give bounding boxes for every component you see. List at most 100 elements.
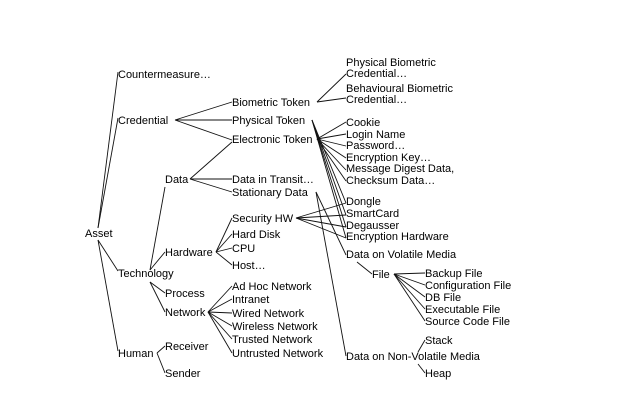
tree-edge xyxy=(207,311,233,327)
node-smartcard: SmartCard xyxy=(346,208,399,220)
tree-edge xyxy=(149,281,166,294)
node-cpu: CPU xyxy=(232,243,255,255)
node-behavioural-biometric-credential-line2: Credential… xyxy=(346,94,407,106)
tree-edge xyxy=(149,281,166,313)
node-degausser: Degausser xyxy=(346,220,400,232)
tree-edge xyxy=(215,217,233,253)
tree-edge xyxy=(315,191,347,357)
node-hard-disk: Hard Disk xyxy=(232,229,281,241)
tree-edge xyxy=(189,141,233,180)
node-behavioural-biometric-credential: Behavioural Biometric xyxy=(346,83,453,95)
tree-edge xyxy=(315,191,347,256)
node-stationary-data: Stationary Data xyxy=(232,187,309,199)
node-file: File xyxy=(372,269,390,281)
node-message-digest-data: Message Digest Data, xyxy=(346,163,454,175)
node-data-in-transit: Data in Transit… xyxy=(232,174,314,186)
tree-edge xyxy=(207,311,233,354)
node-process: Process xyxy=(165,288,205,300)
tree-edge xyxy=(316,97,347,103)
tree-edge xyxy=(393,273,426,322)
tree-edge xyxy=(393,273,426,310)
tree-edge xyxy=(207,311,233,314)
node-source-code-file: Source Code File xyxy=(425,316,510,328)
tree-edge xyxy=(393,273,426,298)
tree-edge xyxy=(316,73,347,103)
node-host: Host… xyxy=(232,260,266,272)
tree-edge xyxy=(207,298,233,313)
tree-edge xyxy=(189,178,233,193)
node-db-file: DB File xyxy=(425,292,461,304)
node-data-on-non-volatile-media: Data on Non-Volatile Media xyxy=(346,351,481,363)
tree-edge xyxy=(156,352,166,374)
tree-edge xyxy=(174,101,233,121)
node-intranet: Intranet xyxy=(232,294,269,306)
node-technology: Technology xyxy=(118,268,174,280)
node-hardware: Hardware xyxy=(165,247,213,259)
node-wireless-network: Wireless Network xyxy=(232,321,318,333)
node-encryption-hardware: Encryption Hardware xyxy=(346,231,449,243)
tree-edge xyxy=(174,119,233,141)
node-data-on-volatile-media: Data on Volatile Media xyxy=(346,249,457,261)
tree-edge xyxy=(417,339,426,353)
node-heap: Heap xyxy=(425,368,451,380)
tree-edge xyxy=(311,119,347,239)
node-security-hw: Security HW xyxy=(232,213,294,225)
tree-edge xyxy=(97,239,119,272)
tree-edges xyxy=(97,71,426,374)
node-dongle: Dongle xyxy=(346,196,381,208)
node-stack: Stack xyxy=(425,335,453,347)
tree-edge xyxy=(97,239,119,352)
tree-edge xyxy=(215,251,233,266)
tree-edge xyxy=(156,345,166,354)
node-executable-file: Executable File xyxy=(425,304,500,316)
node-physical-biometric-credential-line2: Credential… xyxy=(346,68,407,80)
tree-edge xyxy=(295,214,347,219)
node-trusted-network: Trusted Network xyxy=(232,334,313,346)
tree-edge xyxy=(316,121,347,140)
node-backup-file: Backup File xyxy=(425,268,482,280)
tree-edge xyxy=(295,217,347,239)
node-password: Password… xyxy=(346,140,405,152)
tree-edge xyxy=(149,186,166,271)
node-ad-hoc-network: Ad Hoc Network xyxy=(232,281,312,293)
node-asset: Asset xyxy=(85,228,113,240)
node-human: Human xyxy=(118,348,153,360)
tree-edge xyxy=(207,285,233,313)
node-receiver: Receiver xyxy=(165,341,209,353)
node-wired-network: Wired Network xyxy=(232,308,305,320)
node-configuration-file: Configuration File xyxy=(425,280,511,292)
node-physical-biometric-credential: Physical Biometric xyxy=(346,57,436,69)
tree-edge xyxy=(316,138,347,182)
node-biometric-token: Biometric Token xyxy=(232,97,310,109)
tree-edge xyxy=(393,273,426,286)
tree-edge xyxy=(149,251,166,271)
node-countermeasure: Countermeasure… xyxy=(118,69,211,81)
tree-edge xyxy=(97,117,119,229)
tree-edge xyxy=(316,138,347,159)
tree-edge xyxy=(295,217,347,228)
node-network: Network xyxy=(165,307,206,319)
node-encryption-key: Encryption Key… xyxy=(346,152,431,164)
node-sender: Sender xyxy=(165,368,201,380)
node-physical-token: Physical Token xyxy=(232,115,305,127)
tree-edge xyxy=(393,272,426,275)
node-cookie: Cookie xyxy=(346,117,380,129)
node-untrusted-network: Untrusted Network xyxy=(232,348,324,360)
tree-edge xyxy=(311,119,347,228)
node-credential: Credential xyxy=(118,115,168,127)
tree-edge xyxy=(417,363,426,374)
node-checksum-data: Checksum Data… xyxy=(346,175,435,187)
tree-edge xyxy=(97,71,119,229)
node-login-name: Login Name xyxy=(346,129,405,141)
node-data: Data xyxy=(165,174,189,186)
node-electronic-token: Electronic Token xyxy=(232,134,313,146)
tree-edge xyxy=(295,202,347,219)
tree-edge xyxy=(356,261,373,275)
tree-edge xyxy=(311,119,347,216)
tree-edge xyxy=(215,247,233,253)
tree-edge xyxy=(207,311,233,340)
tree-edge xyxy=(316,133,347,140)
tree-edge xyxy=(215,233,233,253)
tree-edge xyxy=(316,138,347,147)
